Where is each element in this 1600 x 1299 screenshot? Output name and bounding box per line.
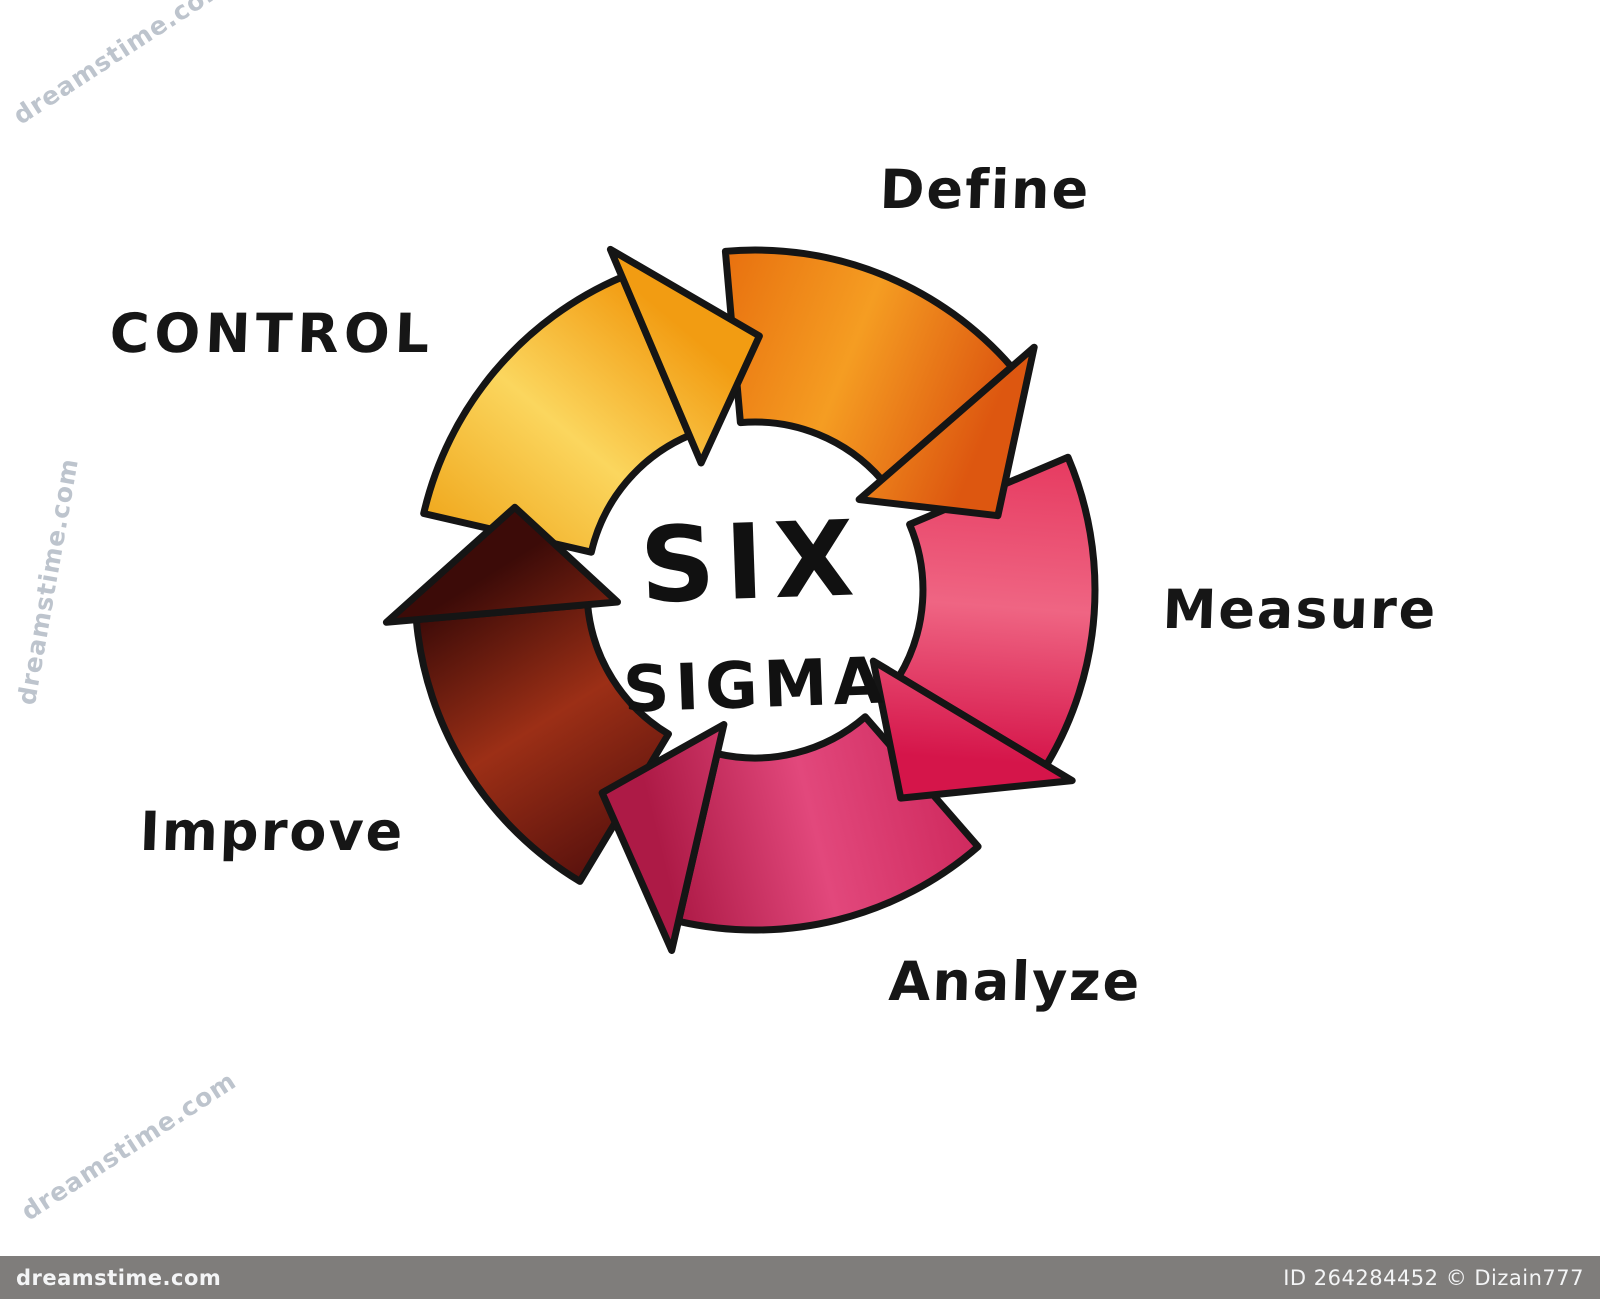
arrow-measure-head <box>869 657 1076 802</box>
watermark-left-edge: dreamstime.com <box>12 455 84 708</box>
arrow-define-body <box>721 246 1016 484</box>
watermark-bar-site: dreamstime.com <box>16 1265 222 1290</box>
arrow-improve-head <box>382 503 621 626</box>
center-title-six: SIX <box>638 497 866 627</box>
watermark-diagonal-bottom-left: dreamstime.com <box>16 1065 242 1227</box>
watermark-diagonal-top-left: dreamstime.com <box>8 0 234 131</box>
cycle-arrows-graphic <box>382 245 1099 954</box>
step-label-define: Define <box>878 158 1092 221</box>
arrow-control-body <box>420 273 693 556</box>
step-label-improve: Improve <box>138 800 406 863</box>
step-label-analyze: Analyze <box>887 950 1143 1013</box>
arrow-analyze-head <box>598 721 728 954</box>
step-label-measure: Measure <box>1161 578 1439 641</box>
watermark-bar: dreamstime.com ID 264284452 © Dizain777 <box>0 1256 1600 1299</box>
arrow-define-head <box>855 343 1038 520</box>
arrow-improve-body <box>412 601 672 885</box>
center-title-sigma: SIGMA <box>621 644 891 728</box>
step-label-control: CONTROL <box>108 302 436 365</box>
arrow-measure-body <box>895 453 1099 769</box>
watermark-bar-id: ID 264284452 © Dizain777 <box>1283 1265 1584 1290</box>
arrow-control-head <box>606 245 763 467</box>
